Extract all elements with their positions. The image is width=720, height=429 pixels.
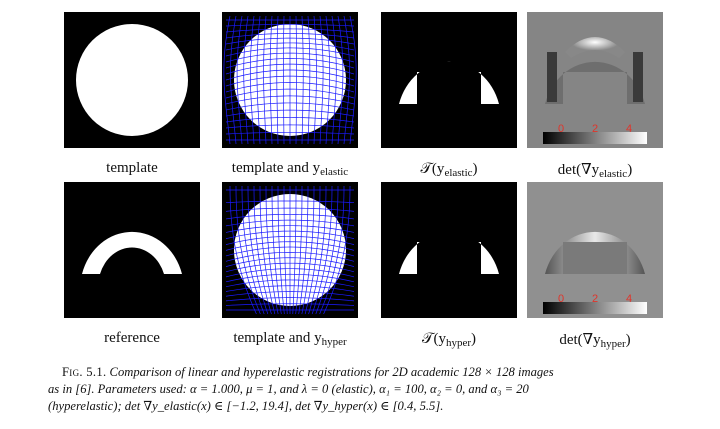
caption-det-hyper: det(∇yhyper) xyxy=(559,332,631,350)
grid-line xyxy=(269,15,273,145)
grid-line xyxy=(225,200,355,204)
caption-reference: reference xyxy=(104,330,160,346)
grid-line xyxy=(225,257,355,267)
grid-line xyxy=(225,213,355,220)
grid-line xyxy=(301,186,315,315)
caption-transformed-elastic: 𝒯(yelastic) xyxy=(420,161,478,179)
template-image xyxy=(64,12,200,148)
grid-line xyxy=(295,15,297,145)
colorbar-tick: 2 xyxy=(592,123,598,135)
grid-line xyxy=(301,15,304,145)
grid-line xyxy=(225,102,355,111)
transformed-elastic xyxy=(381,12,517,148)
grid-line xyxy=(331,15,337,145)
grid-line xyxy=(319,15,324,145)
grid-line xyxy=(225,268,355,278)
grid-line xyxy=(313,15,317,145)
caption-template: template xyxy=(106,160,158,176)
grid-line xyxy=(225,52,355,63)
grid-line xyxy=(225,262,355,273)
grid-line xyxy=(337,15,344,145)
grid-line xyxy=(277,186,285,315)
grid-line xyxy=(225,132,355,135)
grid-line xyxy=(304,186,321,315)
grid-line xyxy=(225,95,355,105)
grid-line xyxy=(225,82,355,93)
grid-line xyxy=(225,219,355,227)
grid-line xyxy=(307,15,311,145)
colorbar-tick: 0 xyxy=(558,293,564,305)
det-hyper-image: 0 2 4 xyxy=(527,182,663,318)
template-grid-hyper xyxy=(222,182,358,318)
caption-det-elastic: det(∇yelastic) xyxy=(557,162,633,180)
grid-line xyxy=(225,273,355,283)
grid-line xyxy=(225,124,355,129)
grid-line xyxy=(225,236,355,245)
grid-line xyxy=(263,15,267,145)
grid-line xyxy=(225,246,355,257)
grid-line xyxy=(225,241,355,251)
grid-line xyxy=(225,225,355,233)
grid-line xyxy=(292,186,297,315)
template-grid-elastic xyxy=(222,12,358,148)
colorbar-tick: 4 xyxy=(626,293,632,305)
grid-line xyxy=(225,251,355,262)
grid-line xyxy=(349,15,357,145)
colorbar-tick: 4 xyxy=(626,123,632,135)
grid-line xyxy=(223,15,231,145)
transformed-hyper xyxy=(381,182,517,318)
grid-line xyxy=(229,185,257,315)
caption-line-3: (hyperelastic); det ∇y_elastic(x) ∈ [−1.… xyxy=(48,399,444,413)
grid-line xyxy=(236,15,243,145)
grid-line xyxy=(225,291,355,297)
grid-line xyxy=(225,24,355,27)
caption-template-hyper: template and yhyper xyxy=(233,330,347,348)
caption-line-2: as in [6]. Parameters used: α = 1.000, μ… xyxy=(48,382,529,396)
grid-line xyxy=(295,186,303,315)
grid-line xyxy=(243,15,249,145)
caption-template-elastic: template and yelastic xyxy=(231,160,349,178)
grid-line xyxy=(225,88,355,99)
grid-line xyxy=(225,117,355,123)
grid-line xyxy=(225,33,355,39)
grid-line xyxy=(256,15,261,145)
colorbar-tick: 2 xyxy=(592,293,598,305)
grid-line xyxy=(276,15,279,145)
grid-line xyxy=(225,37,355,45)
grid-line xyxy=(235,185,261,315)
grid-line xyxy=(271,186,282,315)
colorbar-tick: 0 xyxy=(558,123,564,135)
grid-line xyxy=(225,279,355,288)
reference-image xyxy=(64,182,200,318)
figure-label: Fig. 5.1. xyxy=(62,365,107,379)
grid-line xyxy=(225,207,355,212)
grid-line xyxy=(225,42,355,51)
grid-line xyxy=(225,297,355,302)
caption-transformed-hyper: 𝒯(yhyper) xyxy=(421,331,477,349)
grid-line xyxy=(225,69,355,81)
grid-line xyxy=(225,28,355,33)
grid-line xyxy=(323,185,351,315)
grid-line xyxy=(225,285,355,292)
grid-line xyxy=(225,303,355,306)
grid-line xyxy=(298,186,309,315)
det-elastic-image: 0 2 4 xyxy=(527,12,663,148)
grid-line xyxy=(225,58,355,69)
figure-caption: Fig. 5.1. Comparison of linear and hyper… xyxy=(48,364,688,415)
grid-line xyxy=(225,230,355,239)
grid-line xyxy=(225,75,355,87)
grid-line xyxy=(283,15,285,145)
grid-line xyxy=(253,185,272,315)
grid-line xyxy=(225,47,355,57)
grid-line xyxy=(308,185,327,315)
grid-line xyxy=(265,186,279,315)
grid-line xyxy=(225,109,355,117)
caption-line-1: Comparison of linear and hyperelastic re… xyxy=(109,365,554,379)
grid-line xyxy=(259,186,276,315)
grid-line xyxy=(319,185,345,315)
grid-line xyxy=(283,186,288,315)
grid-line xyxy=(225,63,355,75)
